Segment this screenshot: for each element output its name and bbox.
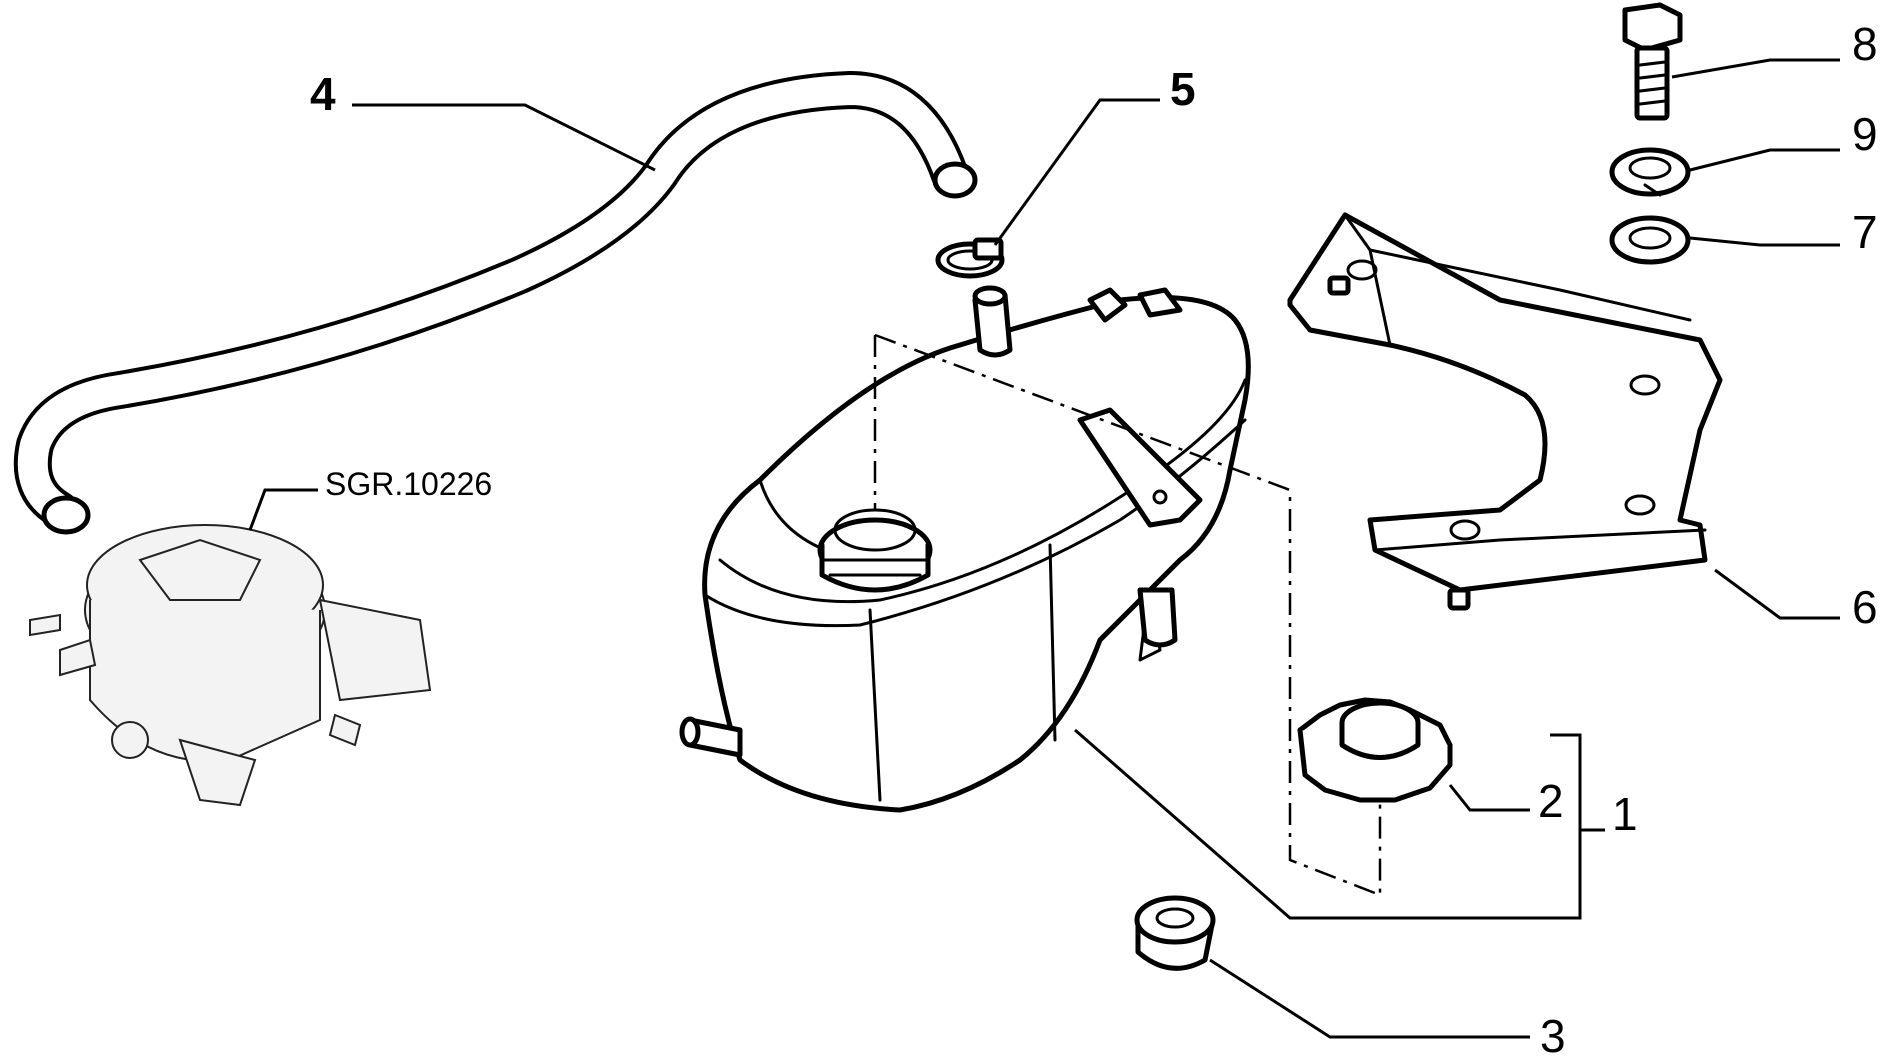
callout-8: 8: [1852, 18, 1878, 70]
callout-1: 1: [1612, 788, 1638, 840]
reference-leader-line: [248, 488, 318, 531]
mounting-bracket: [1287, 212, 1723, 611]
callout-6: 6: [1852, 581, 1878, 633]
expansion-tank: [679, 285, 1251, 813]
carburettor-reference-drawing: [29, 524, 432, 807]
leader-line-8: [1671, 58, 1840, 79]
leader-line-1-bracket: [1578, 735, 1605, 832]
callout-2: 2: [1538, 775, 1564, 827]
leader-line-7: [1689, 236, 1840, 247]
reference-code-label: SGR.10226: [325, 466, 492, 502]
callout-4: 4: [310, 68, 336, 120]
leader-line-1: [1074, 728, 1582, 920]
assembly-axis-line: [874, 333, 1382, 897]
rubber-grommet: [1134, 895, 1216, 971]
spring-washer: [1609, 147, 1691, 197]
callout-5: 5: [1170, 63, 1196, 115]
filler-cap: [1297, 697, 1453, 803]
hose-clamp: [935, 237, 1005, 279]
callout-3: 3: [1540, 1010, 1566, 1058]
flat-washer: [1609, 215, 1691, 265]
coolant-hose: [13, 71, 978, 535]
callout-7: 7: [1852, 206, 1878, 258]
leader-line-9: [1689, 148, 1840, 172]
callout-9: 9: [1852, 108, 1878, 160]
leader-line-4: [352, 103, 656, 172]
leader-line-2: [1448, 784, 1530, 812]
bolt: [1622, 2, 1683, 121]
leader-line-5: [993, 98, 1160, 246]
leader-line-6: [1714, 568, 1840, 620]
leader-line-3: [1209, 958, 1530, 1039]
